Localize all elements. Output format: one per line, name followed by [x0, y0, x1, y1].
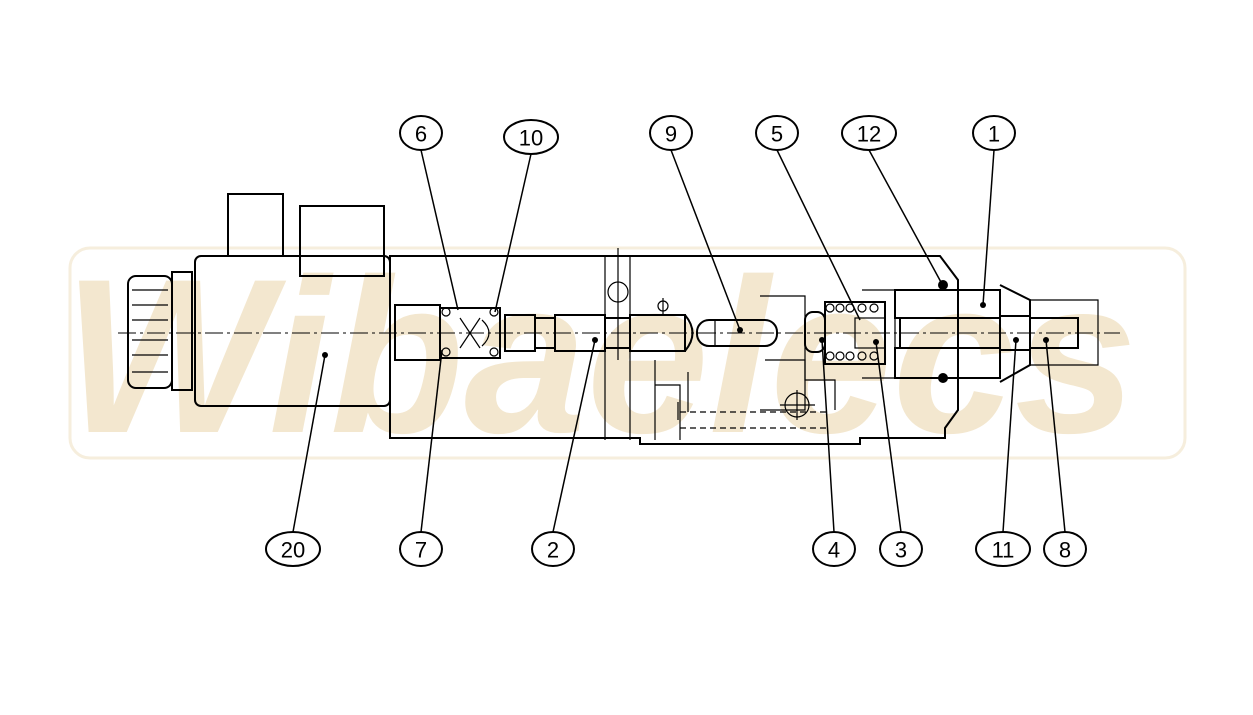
callout-4: 4: [812, 531, 856, 567]
svg-text:11: 11: [992, 538, 1015, 563]
leader-lines: [292, 149, 1066, 533]
callout-3: 3: [879, 531, 923, 567]
svg-text:2: 2: [547, 538, 559, 563]
svg-text:6: 6: [415, 122, 427, 147]
svg-text:3: 3: [895, 538, 907, 563]
callout-9: 9: [649, 115, 693, 151]
svg-text:1: 1: [988, 122, 1000, 147]
callout-11: 11: [975, 531, 1031, 567]
svg-text:Wibaelecs: Wibaelecs: [63, 233, 1137, 479]
callout-7: 7: [399, 531, 443, 567]
callout-10: 10: [503, 119, 559, 155]
svg-text:8: 8: [1059, 538, 1071, 563]
svg-text:9: 9: [665, 122, 677, 147]
svg-text:12: 12: [857, 122, 881, 147]
callout-2: 2: [531, 531, 575, 567]
callout-6: 6: [399, 115, 443, 151]
callout-5: 5: [755, 115, 799, 151]
svg-text:10: 10: [519, 126, 543, 151]
svg-text:5: 5: [771, 122, 783, 147]
svg-text:4: 4: [828, 538, 840, 563]
callout-20: 20: [265, 531, 321, 567]
svg-text:20: 20: [281, 538, 305, 563]
watermark-logo: Wibaelecs: [63, 233, 1187, 479]
svg-text:7: 7: [415, 538, 427, 563]
callout-8: 8: [1043, 531, 1087, 567]
callout-12: 12: [841, 115, 897, 151]
callout-1: 1: [972, 115, 1016, 151]
